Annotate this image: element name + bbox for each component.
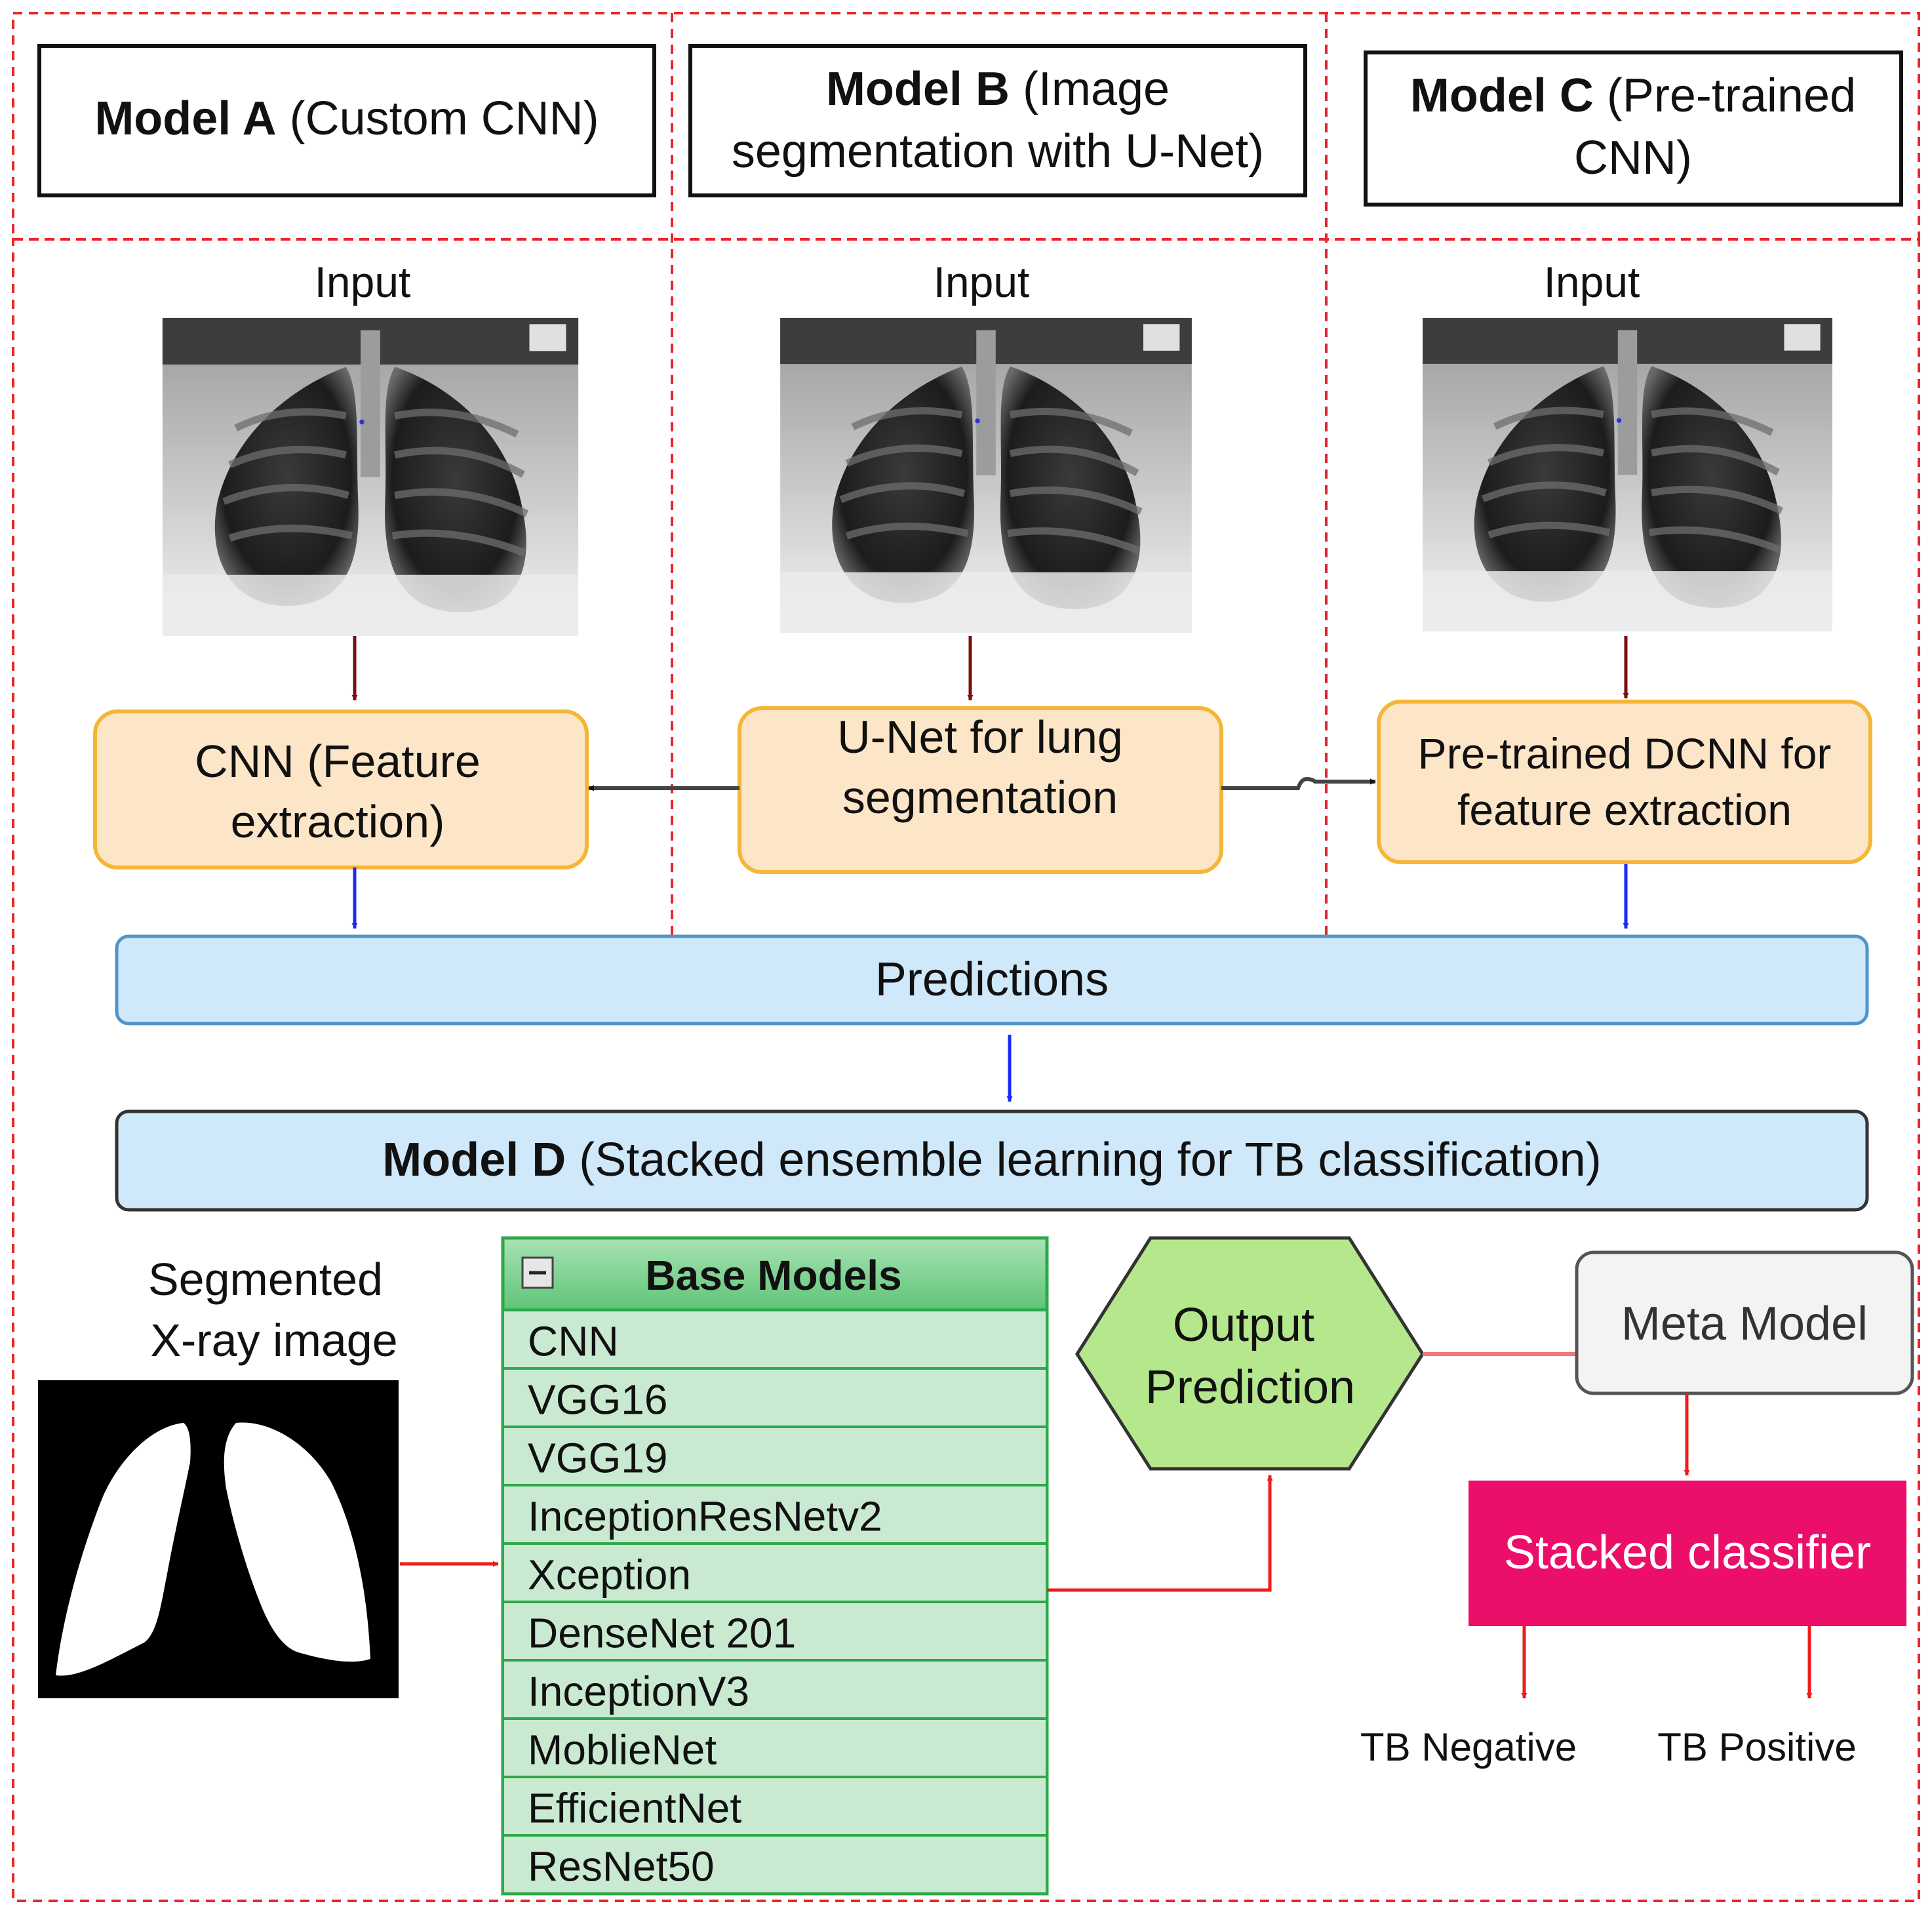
input-label-a: Input [315,258,411,306]
stacked-classifier-node: Stacked classifier [1469,1481,1906,1626]
base-model-row: ResNet50 [502,1834,1048,1895]
base-model-label: VGG16 [528,1376,667,1423]
unet-node: U-Net for lung segmentation [738,706,1223,874]
model-a-title: Model A (Custom CNN) [94,92,599,145]
arrow-base-models-to-output [1047,1475,1273,1592]
output-prediction-node: Output Prediction [1075,1236,1425,1471]
arrow-unet-to-dcnn [1221,776,1376,790]
segmented-label-line1: Segmented [148,1254,383,1305]
base-model-row: EfficientNet [502,1776,1048,1837]
base-model-row: Xception [502,1542,1048,1603]
xray-image-a [163,318,578,636]
xray-image-b [780,318,1192,633]
input-label-b: Input [934,258,1030,306]
stacked-classifier-label: Stacked classifier [1504,1526,1871,1579]
dashed-frames [12,12,1920,1902]
predictions-label: Predictions [875,953,1109,1006]
base-model-label: VGG19 [528,1434,667,1481]
model-c-title-line2: CNN) [1574,132,1692,184]
base-models-title: Base Models [645,1252,901,1299]
collapse-button[interactable] [521,1256,554,1289]
model-b-box: Model B (Image segmentation with U-Net) [688,44,1307,197]
xray-image-c [1423,318,1832,631]
cnn-node: CNN (Feature extraction) [93,709,589,869]
meta-model-label: Meta Model [1621,1298,1868,1350]
base-model-row: MoblieNet [502,1717,1048,1778]
base-model-row: InceptionResNetv2 [502,1484,1048,1545]
predictions-bar: Predictions [115,934,1869,1026]
image-to-node-arrows [351,636,1629,701]
output-prediction-line2: Prediction [1145,1361,1355,1414]
base-model-row: VGG16 [502,1367,1048,1428]
base-model-row: DenseNet 201 [502,1601,1048,1662]
base-model-label: Xception [528,1551,691,1598]
dcnn-node-line1: Pre-trained DCNN for [1418,729,1832,778]
base-model-label: InceptionV3 [528,1667,749,1715]
dcnn-node: Pre-trained DCNN for feature extraction [1377,700,1872,864]
base-model-label: MoblieNet [528,1726,717,1773]
dcnn-node-line2: feature extraction [1457,786,1792,834]
base-model-label: InceptionResNetv2 [528,1492,882,1540]
segmented-label-line2: X-ray image [150,1315,397,1366]
tb-positive-label: TB Positive [1657,1725,1856,1769]
unet-node-line2: segmentation [842,772,1118,823]
base-model-row: InceptionV3 [502,1659,1048,1720]
input-label-c: Input [1544,258,1640,306]
base-model-label: EfficientNet [528,1784,741,1831]
unet-node-line1: U-Net for lung [837,711,1123,763]
model-a-box: Model A (Custom CNN) [37,44,656,197]
base-models-panel: Base Models CNN VGG16VGG19InceptionResNet… [501,1236,1049,1896]
cnn-node-line1: CNN (Feature [195,736,481,787]
base-model-label: CNN [528,1317,619,1365]
model-b-title: Model B (Image [826,63,1170,115]
base-model-row: CNN [502,1309,1048,1370]
output-prediction-line1: Output [1173,1299,1314,1351]
tb-negative-label: TB Negative [1360,1725,1577,1769]
base-model-label: ResNet50 [528,1843,715,1890]
model-b-title-line2: segmentation with U-Net) [732,125,1264,178]
model-d-title: Model D (Stacked ensemble learning for T… [382,1134,1601,1186]
base-model-label: DenseNet 201 [528,1609,796,1656]
segmented-xray-image [38,1380,399,1698]
model-c-box: Model C (Pre-trained CNN) [1364,50,1903,207]
cnn-node-line2: extraction) [231,796,445,847]
model-d-bar: Model D (Stacked ensemble learning for T… [115,1109,1869,1212]
to-predictions-arrows [351,864,1629,1102]
outer-frame [12,238,1920,1902]
base-model-row: VGG19 [502,1426,1048,1486]
model-c-title: Model C (Pre-trained [1410,70,1856,122]
base-model-rows: CNN VGG16VGG19InceptionResNetv2XceptionDe… [502,1309,1048,1895]
meta-model-node: Meta Model [1575,1250,1914,1395]
